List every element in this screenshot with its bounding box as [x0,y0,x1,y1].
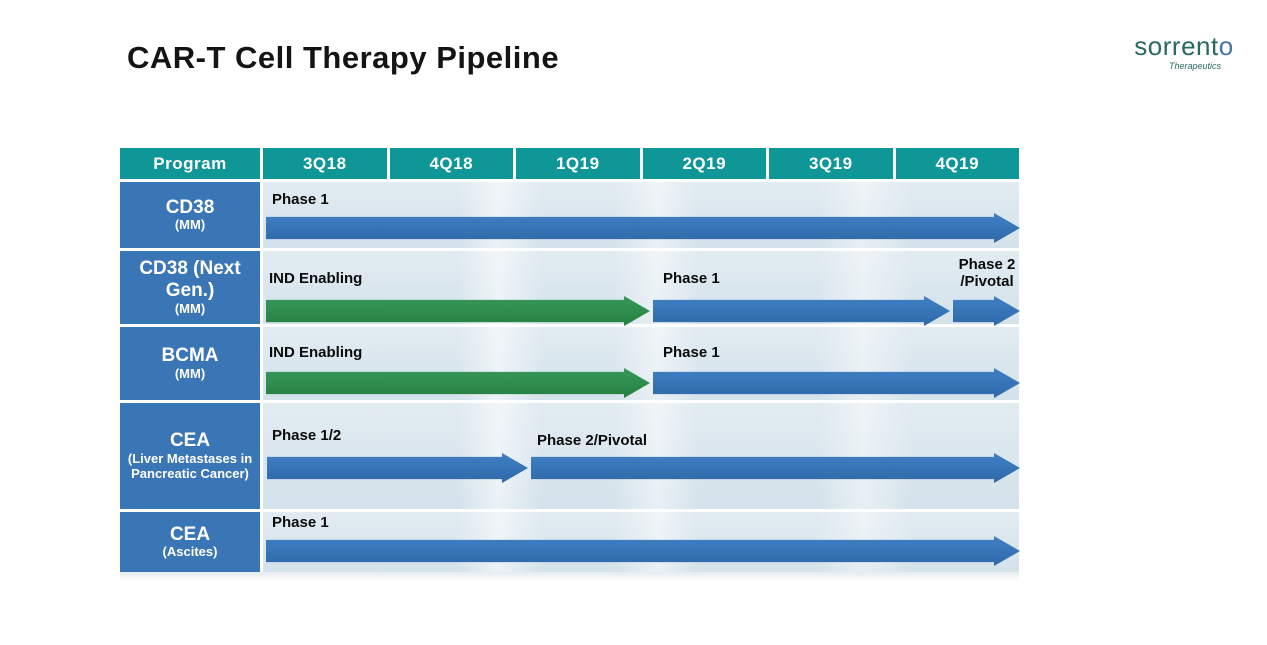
phase-arrow [267,453,528,483]
program-cell-cd38-nextgen: CD38 (Next Gen.) (MM) [120,251,260,324]
phase-label: Phase 1 [663,270,720,287]
column-header-program: Program [120,148,260,179]
logo-wordmark: sorrento [1126,33,1242,59]
table-bottom-shadow [120,572,1019,581]
program-indication: (Ascites) [162,544,218,560]
logo-brand-accent: o [1218,31,1234,61]
program-cell-bcma: BCMA (MM) [120,327,260,400]
program-name: BCMA [161,345,219,367]
sorrento-logo: sorrento Therapeutics [1126,33,1242,71]
program-cell-cea-liver: CEA (Liver Metastases in Pancreatic Canc… [120,403,260,509]
phase-arrow [266,296,650,326]
phase-arrow [531,453,1020,483]
program-cell-cea-ascites: CEA (Ascites) [120,512,260,572]
page-title: CAR-T Cell Therapy Pipeline [127,40,560,75]
phase-label: Phase 2 /Pivotal [958,256,1016,291]
pipeline-table: Program 3Q18 4Q18 1Q19 2Q19 3Q19 4Q19 CD… [120,148,1019,572]
phase-arrow [266,368,650,398]
column-header-4q19: 4Q19 [895,148,1019,179]
column-header-3q18: 3Q18 [263,148,387,179]
program-cell-cd38-mm: CD38 (MM) [120,182,260,248]
column-header-4q18: 4Q18 [389,148,513,179]
logo-brand-main: sorrent [1134,31,1219,61]
program-indication: (MM) [174,300,206,316]
logo-subtitle: Therapeutics [1168,61,1222,71]
program-name: CEA [169,430,211,452]
phase-label: Phase 1 [272,191,329,208]
phase-label: Phase 1 [272,514,329,531]
timeline-lane-cea-ascites: Phase 1 [263,512,1019,572]
program-indication: (Liver Metastases in Pancreatic Cancer) [127,450,253,481]
timeline-lane-cea-liver: Phase 1/2 Phase 2/Pivotal [263,403,1019,509]
timeline-lane-bcma: IND Enabling Phase 1 [263,327,1019,400]
column-header-3q19: 3Q19 [769,148,893,179]
program-name: CD38 (Next Gen.) [139,258,241,302]
phase-arrow [653,368,1020,398]
phase-arrow [266,536,1020,566]
phase-label: Phase 1/2 [272,427,342,444]
timeline-lane-cd38-mm: Phase 1 [263,182,1019,248]
column-header-1q19: 1Q19 [516,148,640,179]
phase-label: Phase 1 [663,344,720,361]
program-indication: (MM) [174,365,206,381]
program-name: CD38 [165,196,215,218]
phase-label: IND Enabling [269,344,363,361]
column-header-2q19: 2Q19 [642,148,766,179]
phase-arrow [953,296,1020,326]
phase-arrow [266,213,1020,243]
program-indication: (MM) [174,217,206,233]
program-name: CEA [169,523,211,545]
phase-label: Phase 2/Pivotal [537,432,648,449]
phase-arrow [653,296,950,326]
phase-label: IND Enabling [269,270,363,287]
timeline-lane-cd38-nextgen: IND Enabling Phase 1 Phase 2 /Pivotal [263,251,1019,324]
